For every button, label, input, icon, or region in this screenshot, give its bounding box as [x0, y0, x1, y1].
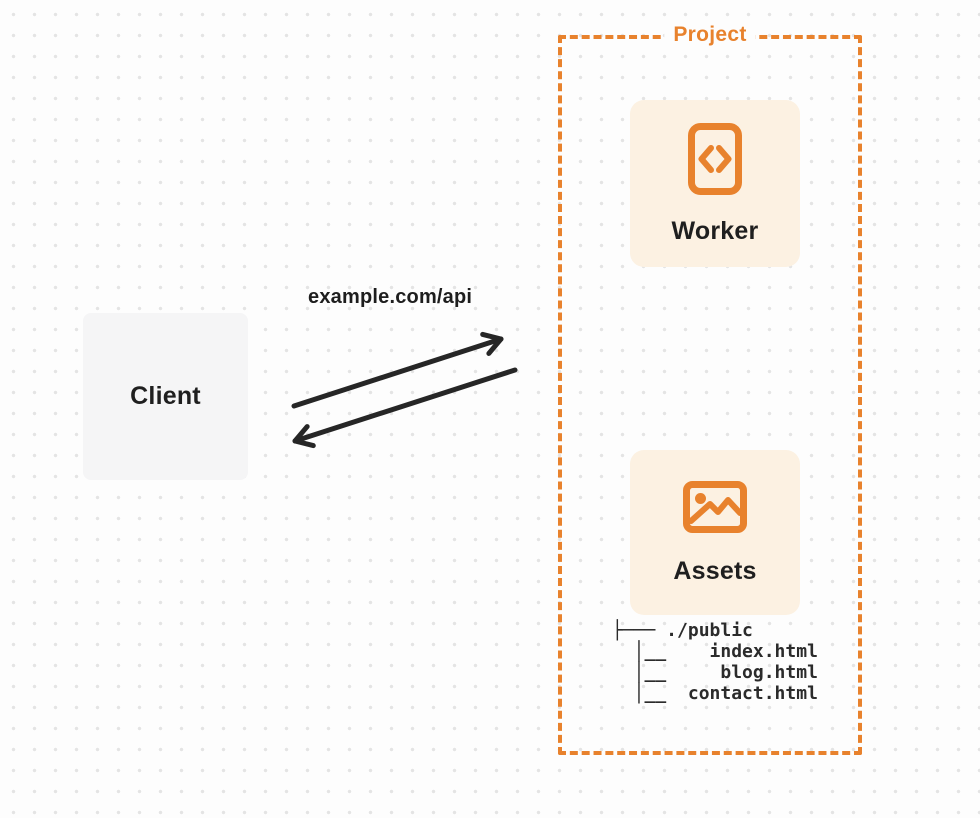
- worker-node: Worker: [630, 100, 800, 267]
- assets-node: Assets: [630, 450, 800, 615]
- response-arrow: [292, 367, 518, 449]
- project-group: Project Worker Assets: [558, 23, 862, 755]
- assets-label: Assets: [673, 557, 757, 585]
- worker-label: Worker: [671, 217, 759, 245]
- request-url-label: example.com/api: [308, 286, 473, 308]
- file-tree: ├─── ./public │__ index.html │__ blog.ht…: [612, 620, 818, 704]
- image-icon: [683, 481, 747, 533]
- project-title: Project: [664, 23, 756, 47]
- client-label: Client: [130, 382, 201, 410]
- client-node: Client: [83, 313, 248, 480]
- code-file-icon: [688, 123, 742, 195]
- request-arrow: [291, 331, 504, 409]
